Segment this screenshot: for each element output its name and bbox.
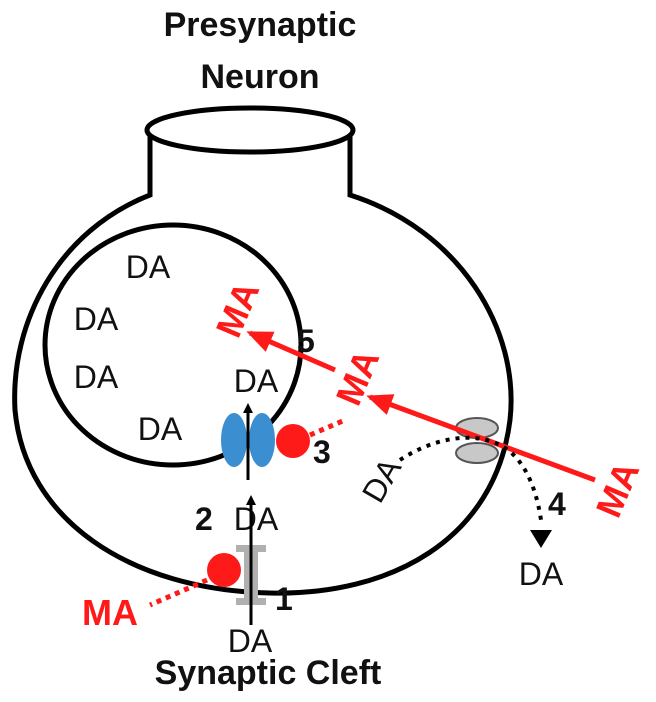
ma-dat-dotted-link	[148, 577, 209, 608]
da-efflux-arrowhead	[530, 530, 552, 548]
ma-vmat-dotted-link	[309, 417, 346, 438]
vesicle-da-4: DA	[138, 411, 183, 447]
step-5-label: 5	[297, 323, 315, 359]
title-line-2: Neuron	[201, 58, 320, 96]
ma-vesicle-label: MA	[208, 276, 268, 344]
synaptic-vesicle	[42, 222, 304, 468]
title-line-1: Presynaptic	[164, 6, 357, 44]
vesicle-da-1: DA	[126, 249, 171, 285]
step-3-label: 3	[313, 434, 331, 470]
ma-entry-arrow	[366, 394, 596, 483]
vmat-transporter-left	[221, 413, 247, 467]
extracellular-da: DA	[228, 623, 273, 659]
vesicle-da-2: DA	[74, 301, 119, 337]
synaptic-cleft-label: Synaptic Cleft	[155, 654, 382, 692]
da-efflux-path	[398, 435, 543, 521]
ma-extracellular-label: MA	[82, 592, 138, 633]
vmat-transporter-right	[249, 413, 275, 467]
step-1-label: 1	[275, 581, 293, 617]
efflux-da-outside: DA	[519, 556, 564, 592]
ma-vesicle-entry-arrow	[246, 330, 336, 373]
axon-opening	[144, 105, 356, 155]
ma-bound-vmat	[276, 424, 310, 458]
cytosolic-da: DA	[234, 501, 279, 537]
ma-bound-dat	[207, 553, 241, 587]
membrane-channel-bottom	[455, 442, 499, 464]
ma-outside-label: MA	[588, 456, 648, 524]
step-2-label: 2	[195, 501, 213, 537]
step-4-label: 4	[548, 486, 566, 522]
vesicle-da-5: DA	[234, 363, 279, 399]
presynaptic-neuron-membrane	[12, 136, 514, 596]
vesicle-da-3: DA	[74, 359, 119, 395]
